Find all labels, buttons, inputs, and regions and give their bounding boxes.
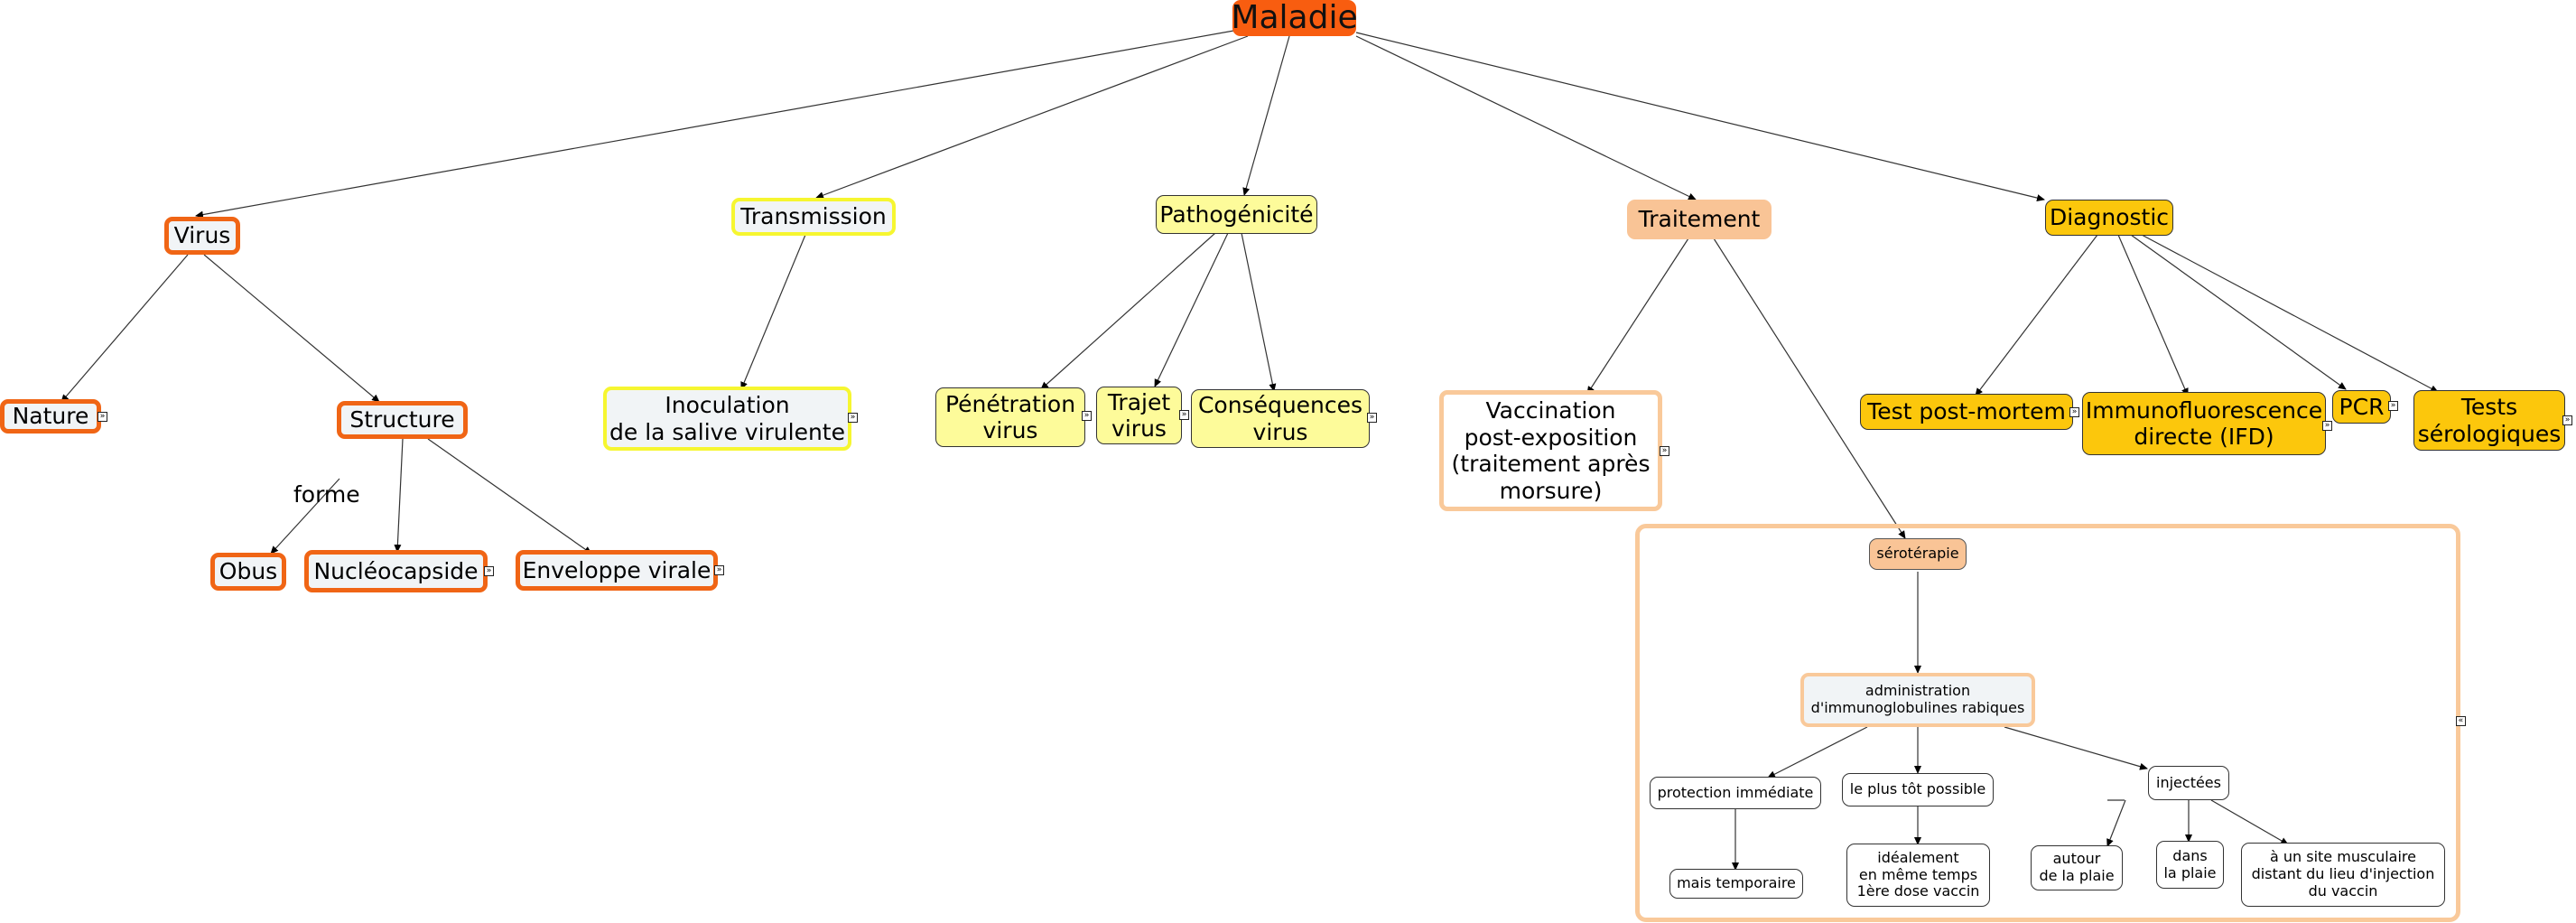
- node-pcr[interactable]: PCR: [2332, 390, 2391, 424]
- link-label-forme: forme: [293, 481, 360, 508]
- node-virus[interactable]: Virus: [164, 217, 240, 255]
- node-administration[interactable]: administration d'immunoglobulines rabiqu…: [1800, 673, 2035, 727]
- node-trajet[interactable]: Trajet virus: [1096, 387, 1182, 444]
- node-nucleocapside[interactable]: Nucléocapside: [304, 550, 488, 592]
- link-injectees-autour-b: [2106, 799, 2126, 847]
- link-maladie-diagnostic: [1355, 32, 2045, 201]
- node-traitement[interactable]: Traitement: [1627, 200, 1772, 239]
- expand-trajet[interactable]: »: [1179, 410, 1189, 420]
- expand-inoculation[interactable]: »: [848, 413, 858, 423]
- link-traitement-vaccination: [1586, 238, 1689, 395]
- node-plus-tot-possible[interactable]: le plus tôt possible: [1842, 773, 1994, 806]
- node-consequences[interactable]: Conséquences virus: [1191, 389, 1370, 448]
- link-diag-tests-sero: [2141, 234, 2439, 393]
- node-injectees[interactable]: injectées: [2148, 766, 2229, 800]
- node-transmission[interactable]: Transmission: [731, 198, 896, 236]
- link-transmission-inoculation: [740, 234, 806, 390]
- link-structure-nucleocapside: [394, 438, 404, 553]
- link-patho-consequences: [1241, 232, 1277, 392]
- link-diag-ifd: [2117, 234, 2189, 396]
- node-inoculation[interactable]: Inoculation de la salive virulente: [603, 387, 851, 451]
- link-patho-trajet: [1154, 232, 1229, 387]
- link-maladie-traitement: [1355, 35, 1697, 200]
- link-diag-pcr: [2130, 234, 2347, 390]
- node-serotherapie[interactable]: sérotérapie: [1869, 538, 1967, 570]
- node-test-post-mortem[interactable]: Test post-mortem: [1860, 394, 2073, 430]
- node-nature[interactable]: Nature: [0, 399, 101, 434]
- node-idealement[interactable]: idéalement en même temps 1ère dose vacci…: [1846, 844, 1990, 907]
- node-penetration[interactable]: Pénétration virus: [935, 387, 1085, 447]
- node-obus[interactable]: Obus: [210, 553, 286, 591]
- collapse-serotherapie-group[interactable]: «: [2456, 716, 2466, 726]
- link-structure-obus: [270, 478, 340, 555]
- node-mais-temporaire[interactable]: mais temporaire: [1669, 869, 1803, 899]
- link-adm-injectees: [2004, 726, 2148, 770]
- expand-consequences[interactable]: »: [1367, 413, 1377, 423]
- expand-nature[interactable]: »: [98, 412, 107, 422]
- link-maladie-transmission: [815, 35, 1249, 199]
- link-injectees-site: [2210, 799, 2289, 845]
- node-vaccination[interactable]: Vaccination post-exposition (traitement …: [1439, 390, 1662, 511]
- node-maladie[interactable]: Maladie: [1231, 0, 1358, 36]
- expand-penetration[interactable]: »: [1082, 411, 1092, 421]
- node-pathogenicite[interactable]: Pathogénicité: [1156, 195, 1317, 234]
- expand-ifd[interactable]: »: [2322, 421, 2332, 431]
- link-virus-structure: [203, 254, 380, 403]
- link-patho-penetration: [1040, 232, 1216, 390]
- link-structure-enveloppe: [427, 438, 592, 555]
- node-dans-plaie[interactable]: dans la plaie: [2156, 841, 2224, 889]
- link-maladie-virus: [195, 29, 1240, 219]
- expand-pcr[interactable]: »: [2388, 401, 2398, 411]
- node-structure[interactable]: Structure: [337, 401, 468, 439]
- expand-nucleocapside[interactable]: »: [484, 566, 494, 576]
- node-ifd[interactable]: Immunofluorescence directe (IFD): [2082, 392, 2326, 455]
- node-autour-plaie[interactable]: autour de la plaie: [2031, 845, 2123, 890]
- node-site-musculaire[interactable]: à un site musculaire distant du lieu d'i…: [2241, 843, 2445, 907]
- expand-vaccination[interactable]: »: [1660, 446, 1669, 456]
- link-maladie-pathogenicite: [1242, 35, 1290, 196]
- link-adm-protection: [1767, 726, 1868, 778]
- node-protection-immediate[interactable]: protection immédiate: [1650, 777, 1821, 809]
- expand-tests-serologiques[interactable]: »: [2562, 415, 2572, 425]
- node-tests-serologiques[interactable]: Tests sérologiques: [2413, 390, 2565, 451]
- link-traitement-serotherapie: [1713, 238, 1906, 539]
- link-virus-nature: [60, 254, 189, 403]
- expand-enveloppe[interactable]: »: [714, 565, 724, 575]
- node-enveloppe[interactable]: Enveloppe virale: [516, 550, 718, 591]
- expand-test-post-mortem[interactable]: »: [2069, 407, 2079, 417]
- node-diagnostic[interactable]: Diagnostic: [2045, 200, 2173, 236]
- link-diag-testpm: [1975, 234, 2098, 396]
